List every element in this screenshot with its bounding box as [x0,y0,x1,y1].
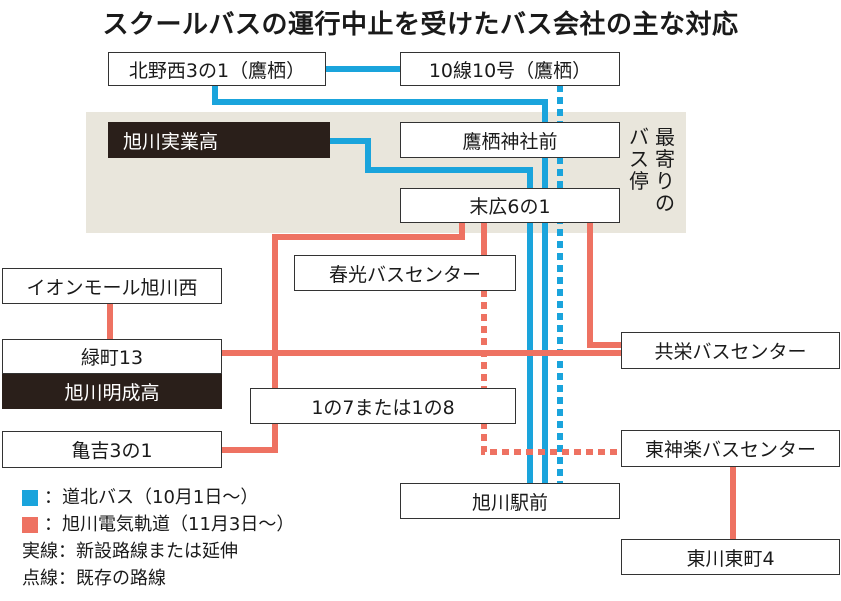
blue-line-kitano-to-station [212,85,548,485]
legend-dotted: 点線：既存の路線 [22,565,294,592]
red-swatch [22,516,38,533]
stop-station: 旭川駅前 [400,483,620,519]
blue-line-jitsugyo-to-station [330,138,533,485]
legend-dotted-label: 点線：既存の路線 [22,568,166,589]
stop-ichino7: 1の7または1の8 [250,388,516,424]
stop-suehiro: 末広6の1 [400,188,620,223]
legend: ：道北バス（10月1日～） ：旭川電気軌道（11月3日～） 実線：新設路線または… [22,484,294,592]
legend-blue-label: ：道北バス（10月1日～） [44,487,259,508]
stop-sen10: 10線10号（鷹栖） [400,52,620,86]
legend-solid: 実線：新設路線または延伸 [22,538,294,565]
stop-midori: 緑町13 [2,339,222,374]
legend-solid-label: 実線：新設路線または延伸 [22,541,238,562]
stop-jitsugyo: 旭川実業高 [108,122,330,158]
blue-swatch [22,489,38,506]
stop-kitano: 北野西3の1（鷹栖） [108,52,326,86]
stop-kyoei: 共栄バスセンター [621,332,840,369]
diagram-title: スクールバスの運行中止を受けたバス会社の主な対応 [102,10,739,40]
red-line-suehiro-to-kyoei [587,222,622,348]
stop-kameyoshi: 亀吉3の1 [2,431,222,468]
legend-blue: ：道北バス（10月1日～） [22,484,294,511]
stop-meisei: 旭川明成高 [2,374,222,409]
legend-red: ：旭川電気軌道（11月3日～） [22,511,294,538]
legend-red-label: ：旭川電気軌道（11月3日～） [44,514,295,535]
red-routes [107,222,736,542]
stop-higashikawa: 東川東町4 [621,539,840,575]
stop-aeon: イオンモール旭川西 [2,268,222,304]
stop-higashikagura: 東神楽バスセンター [621,430,840,467]
zone-label-line1: 最寄りの [655,125,675,215]
red-line-kameyoshi-to-ichino7 [222,424,278,453]
stop-jinja: 鷹栖神社前 [400,122,620,158]
zone-label-line2: バス停 [629,125,649,193]
red-dotted-shunko-to-higashikagura [481,290,622,455]
red-line-suehiro-to-ichino7 [272,222,465,388]
stop-shunko: 春光バスセンター [294,255,516,291]
